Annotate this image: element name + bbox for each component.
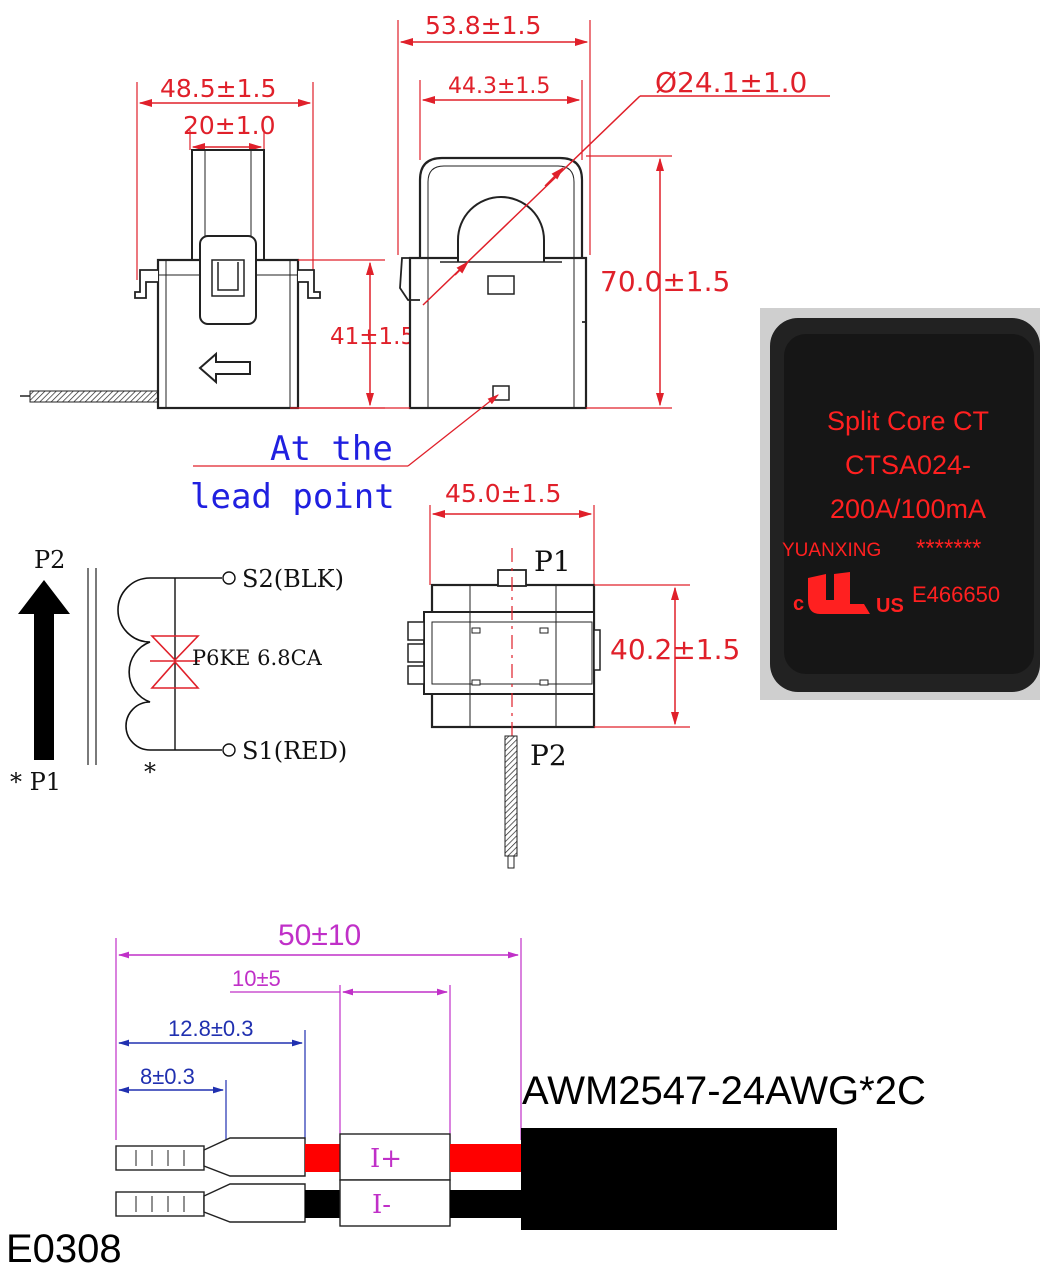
photo-brand: YUANXING: [782, 540, 881, 561]
diode-label: P6KE 6.8CA: [192, 646, 323, 670]
terminal-s2: S2(BLK): [242, 565, 344, 593]
label-p1: P1: [534, 545, 571, 578]
label-p2: P2: [530, 739, 567, 772]
top-view: 45.0±1.5 P1 P2 40.2±1.5: [407, 479, 740, 869]
dim-cable-total: 50±10: [278, 919, 361, 952]
cable-drawing: 50±10 10±5 12.8±0.3 8±0.3 I+ I- AWM2547-…: [115, 919, 926, 1230]
terminal-s1: S1(RED): [242, 737, 347, 765]
schematic: P2 * P1 S2(BLK) S1(RED) P6KE 6.8CA *: [10, 546, 347, 796]
dim-side-width: 48.5±1.5: [160, 74, 276, 103]
ct-photo: Split Core CT CTSA024- 200A/100mA YUANXI…: [760, 308, 1040, 700]
callout-line2: lead point: [190, 477, 395, 517]
lead-positive: I+: [370, 1144, 402, 1174]
terminal-s2-icon: [222, 571, 236, 585]
cert-number: E466650: [912, 582, 1000, 607]
dim-cable-ferrule: 12.8±0.3: [168, 1016, 253, 1041]
front-view: 53.8±1.5 44.3±1.5 Ø24.1±1.0 70.0±1.5 At: [190, 11, 830, 517]
dim-cable-sleeve: 10±5: [232, 966, 281, 991]
dim-front-total-width: 53.8±1.5: [425, 11, 541, 40]
photo-line3: 200A/100mA: [830, 494, 986, 524]
drawing-code: E0308: [6, 1227, 122, 1271]
dim-front-hole: Ø24.1±1.0: [655, 66, 807, 99]
dim-side-clip: 20±1.0: [183, 111, 276, 140]
polarity-mark: *: [144, 758, 156, 786]
terminal-s1-icon: [222, 743, 236, 757]
dim-top-width: 45.0±1.5: [445, 479, 561, 508]
dim-line: [407, 394, 499, 467]
coil: [117, 577, 175, 751]
ul-mark-icon: [808, 572, 870, 614]
photo-line1: Split Core CT: [827, 406, 989, 436]
dim-cable-strip: 8±0.3: [140, 1064, 195, 1089]
photo-stars: *******: [916, 535, 981, 562]
dim-top-depth: 40.2±1.5: [610, 633, 740, 666]
dim-side-height: 41±1.5: [330, 324, 415, 350]
photo-line2: CTSA024-: [845, 450, 971, 480]
schematic-p2: P2: [34, 546, 65, 574]
tvs-diode-icon: [150, 635, 200, 689]
dim-front-height: 70.0±1.5: [600, 265, 730, 298]
dim-line: [544, 167, 564, 187]
callout-line1: At the: [270, 429, 393, 469]
schematic-p1: * P1: [10, 768, 61, 796]
dim-line: [454, 261, 469, 276]
cable-spec: AWM2547-24AWG*2C: [522, 1069, 926, 1113]
cert-c: c: [793, 593, 804, 615]
side-view: 48.5±1.5 20±1.0 41±1.5: [20, 74, 415, 410]
cert-us: US: [876, 595, 904, 617]
dim-front-body-width: 44.3±1.5: [448, 74, 550, 99]
current-arrow-icon: [18, 580, 70, 760]
lead-negative: I-: [372, 1190, 391, 1220]
